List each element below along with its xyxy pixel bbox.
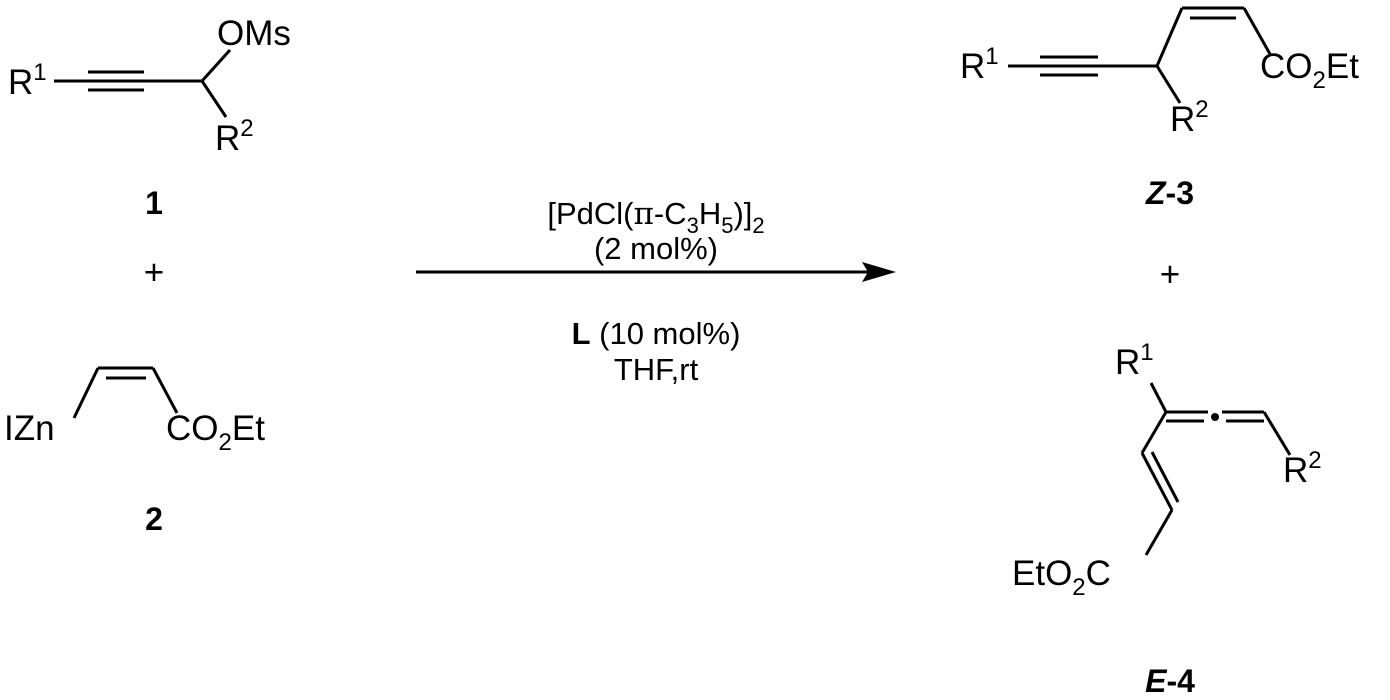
- r1-group-label: R1: [960, 43, 999, 86]
- plus-sign: +: [144, 253, 164, 292]
- ester-group-label: CO2Et: [1260, 47, 1359, 94]
- compound-label-1: 1: [145, 185, 163, 221]
- oms-group-label: OMs: [217, 14, 291, 53]
- bond: [1155, 7, 1184, 67]
- double-bond-inner: [1150, 451, 1180, 503]
- bond: [1242, 7, 1272, 55]
- reaction-conditions: [PdCl(π-C3H5)]2 (2 mol%) L (10 mol%) THF…: [416, 196, 896, 387]
- ester-group-label: CO2Et: [166, 409, 265, 456]
- double-bond-outer: [1140, 452, 1174, 511]
- bond-to-r2: [1262, 411, 1292, 456]
- bond-to-r2: [1155, 65, 1182, 104]
- compound-label-2: 2: [145, 501, 163, 537]
- ester-group-label: EtO2C: [1012, 554, 1111, 601]
- r2-group-label: R2: [1170, 96, 1209, 139]
- reactant-2-structure: IZn CO2Et: [4, 366, 265, 456]
- bond-to-ester: [1144, 509, 1174, 556]
- solvent-temperature: THF,rt: [614, 352, 699, 387]
- bond: [72, 367, 100, 419]
- reactant-1-structure: R1 OMs R2: [8, 14, 291, 158]
- bond: [1140, 411, 1168, 454]
- izn-group-label: IZn: [4, 409, 55, 448]
- product-e4-structure: R1 R2 EtO2C: [1012, 339, 1322, 601]
- ligand-loading: L (10 mol%): [572, 316, 741, 351]
- allene-central-carbon: [1211, 413, 1219, 421]
- plus-sign: +: [1160, 255, 1180, 294]
- catalyst-formula: [PdCl(π-C3H5)]2: [547, 196, 764, 238]
- bond-to-oms: [200, 48, 232, 83]
- r2-group-label: R2: [215, 115, 254, 158]
- compound-label-z3: Z-3: [1145, 175, 1194, 211]
- bond: [1149, 382, 1168, 413]
- product-z3-structure: R1 R2 CO2Et: [960, 6, 1359, 139]
- bond: [151, 367, 179, 414]
- bond-to-r2: [200, 80, 228, 118]
- compound-label-e4: E-4: [1145, 663, 1195, 699]
- r2-group-label: R2: [1283, 447, 1322, 490]
- catalyst-loading: (2 mol%): [594, 231, 718, 266]
- r1-group-label: R1: [8, 59, 47, 102]
- reaction-arrow-head: [862, 262, 896, 282]
- r1-group-label: R1: [1115, 339, 1154, 382]
